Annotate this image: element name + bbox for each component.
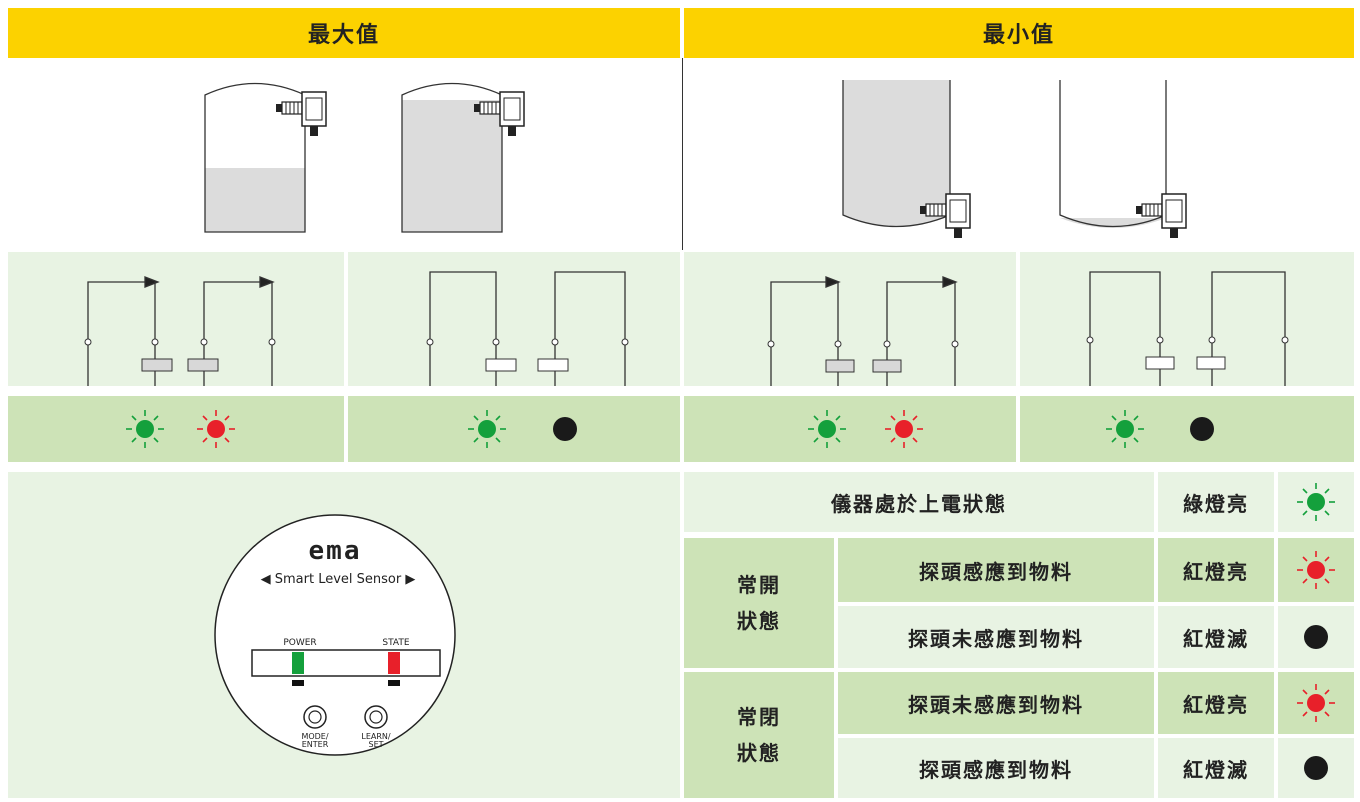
legend-nc-label-l2: 狀態	[737, 741, 781, 765]
device-subtitle: Smart Level Sensor	[274, 572, 402, 587]
legend-nc-row1-light: 紅燈亮	[1158, 672, 1274, 734]
tank-min-empty	[1059, 80, 1187, 239]
off-led-icon	[1304, 625, 1328, 649]
triangle-left-icon: ◀	[260, 572, 271, 587]
led-row-icons	[125, 409, 1214, 449]
legend-nc-row1-desc: 探頭未感應到物料	[838, 672, 1154, 734]
legend-nc-row1-led	[1278, 672, 1354, 734]
tank-max-full	[401, 82, 525, 233]
legend-power-light: 綠燈亮	[1158, 472, 1274, 532]
tank-max-low	[204, 82, 327, 233]
legend-no-row2-led	[1278, 606, 1354, 668]
legend-power-desc: 儀器處於上電狀態	[684, 472, 1154, 532]
learn-set-label-l2: SET	[368, 740, 384, 749]
green-led-icon	[125, 409, 165, 449]
header-min: 最小值	[684, 8, 1354, 58]
mode-enter-label-l2: ENTER	[301, 740, 329, 749]
led-panel-2	[348, 396, 680, 462]
green-led-icon	[1296, 482, 1336, 522]
learn-set-button[interactable]	[363, 706, 389, 732]
legend-nc-row2-desc: 探頭感應到物料	[838, 738, 1154, 798]
legend-no-row2-light: 紅燈滅	[1158, 606, 1274, 668]
mode-enter-label: MODE/ ENTER	[290, 733, 340, 749]
green-led-icon	[467, 409, 507, 449]
tank-min-full	[842, 80, 971, 239]
green-led-icon	[1105, 409, 1145, 449]
legend-no-row1-desc: 探頭感應到物料	[838, 538, 1154, 602]
legend-nc-label-l1: 常閉	[737, 705, 781, 729]
legend-no-row1-led	[1278, 538, 1354, 602]
legend-no-label: 常開 狀態	[684, 538, 834, 668]
tank-divider	[682, 58, 683, 250]
red-led-icon	[1296, 683, 1336, 723]
tank-illustrations	[204, 80, 1187, 239]
mode-enter-button[interactable]	[302, 706, 328, 732]
led-panel-3	[684, 396, 1016, 462]
legend-power-led	[1278, 472, 1354, 532]
red-led-icon	[196, 409, 236, 449]
red-led-icon	[1296, 550, 1336, 590]
sensor-icon	[1136, 193, 1187, 239]
circuit-panel-4	[1020, 252, 1354, 386]
led-panel-1	[8, 396, 344, 462]
off-led-icon	[553, 417, 577, 441]
green-led-icon	[807, 409, 847, 449]
learn-set-label: LEARN/ SET	[351, 733, 401, 749]
legend-no-row2-desc: 探頭未感應到物料	[838, 606, 1154, 668]
device-subtitle-row: ◀ Smart Level Sensor ▶	[238, 572, 438, 587]
header-max: 最大值	[8, 8, 680, 58]
legend-no-label-l1: 常開	[737, 573, 781, 597]
device-brand: ema	[308, 536, 362, 566]
off-led-icon	[1304, 756, 1328, 780]
legend-no-row1-light: 紅燈亮	[1158, 538, 1274, 602]
state-label: STATE	[382, 638, 410, 648]
circuit-panel-1	[8, 252, 344, 386]
triangle-right-icon: ▶	[405, 572, 416, 587]
legend-nc-row2-light: 紅燈滅	[1158, 738, 1274, 798]
led-panel-4	[1020, 396, 1354, 462]
legend-nc-row2-led	[1278, 738, 1354, 798]
device-face	[214, 514, 456, 756]
mode-enter-label-l1: MODE/	[301, 732, 329, 741]
red-led-icon	[884, 409, 924, 449]
learn-set-label-l1: LEARN/	[361, 732, 391, 741]
power-label: POWER	[283, 638, 317, 648]
legend-nc-label: 常閉 狀態	[684, 672, 834, 798]
legend-no-label-l2: 狀態	[737, 609, 781, 633]
relay-circuits	[84, 271, 1289, 386]
off-led-icon	[1190, 417, 1214, 441]
